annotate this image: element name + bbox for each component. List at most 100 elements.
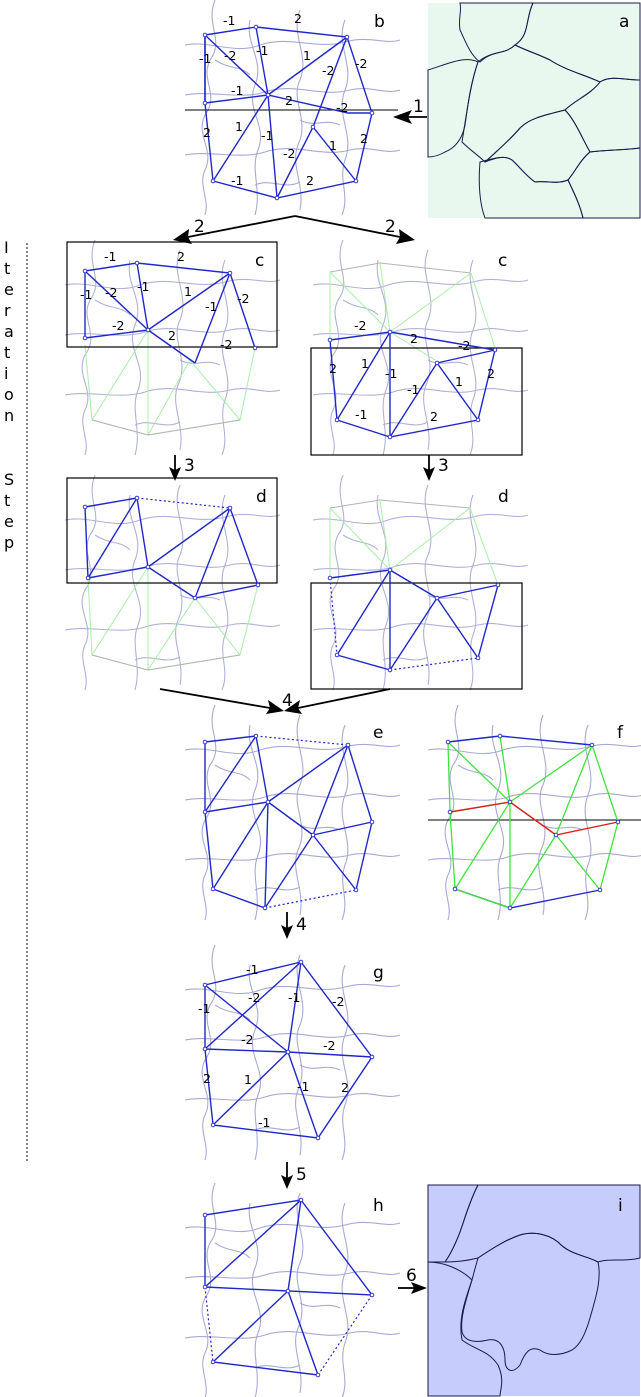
edge-label: -2 xyxy=(248,990,260,1005)
step-3-arrows: 3 3 xyxy=(169,455,449,481)
edge-label: 1 xyxy=(244,1072,252,1087)
edge-label: -1 xyxy=(258,1115,270,1130)
edge-label: -2 xyxy=(224,48,236,63)
panel-b: -1 2 -1 -2 -1 1 -2 -2 -1 -2 2 1 -1 2 -2 … xyxy=(184,0,401,216)
panel-d-left: d xyxy=(64,474,281,691)
edge-label: -1 xyxy=(137,279,149,294)
edge-label: -1 xyxy=(246,962,258,977)
panel-e: e xyxy=(184,704,401,921)
edge-label: 1 xyxy=(455,374,463,389)
panel-d-right: d xyxy=(310,474,529,691)
step-number: 5 xyxy=(296,1165,307,1185)
edge-label: -1 xyxy=(231,173,243,188)
side-caption: I t e r a t i o n S t e p xyxy=(4,238,28,1162)
edge-label: -1 xyxy=(256,43,268,58)
edge-label: -2 xyxy=(354,318,366,333)
panel-c-left: -1 2 -1 -2 -1 1 -1 -2 -2 2 -2 c xyxy=(64,239,281,456)
edge-label: -2 xyxy=(355,56,367,71)
panel-letter-f: f xyxy=(617,723,624,743)
step-4-merge-arrows: 4 xyxy=(159,688,391,714)
edge-label: -2 xyxy=(322,63,334,78)
edge-label: -2 xyxy=(237,291,249,306)
caption-letter: e xyxy=(4,512,14,531)
step-2-arrows: 2 2 xyxy=(173,215,415,244)
edge-label: -1 xyxy=(297,1079,309,1094)
caption-letter: n xyxy=(4,406,14,425)
edge-label: 2 xyxy=(285,93,293,108)
panel-h: h xyxy=(184,1182,401,1397)
edge-label: 1 xyxy=(361,356,369,371)
edge-label: 1 xyxy=(303,48,311,63)
caption-letter: t xyxy=(4,259,10,278)
edge-label: -1 xyxy=(198,1001,210,1016)
panel-letter-h: h xyxy=(373,1196,384,1216)
edge-label: -2 xyxy=(220,337,232,352)
panel-letter-c: c xyxy=(498,251,507,271)
panel-letter-e: e xyxy=(373,723,383,743)
edge-label: -2 xyxy=(105,285,117,300)
edge-label: 2 xyxy=(203,125,211,140)
edge-label: -2 xyxy=(283,146,295,161)
panel-letter-g: g xyxy=(373,963,384,983)
edge-label: -2 xyxy=(458,338,470,353)
panel-g: -1 -1 -2 -1 -2 -2 -2 2 1 -1 2 -1 g xyxy=(184,944,401,1161)
caption-letter: I xyxy=(4,238,9,257)
edge-label: 2 xyxy=(203,1071,211,1086)
edge-label: 2 xyxy=(168,328,176,343)
panel-letter-b: b xyxy=(374,12,385,32)
edge-label: -1 xyxy=(205,299,217,314)
step-number: 2 xyxy=(194,217,205,237)
edge-label: 2 xyxy=(329,361,337,376)
edge-label: 1 xyxy=(184,284,192,299)
caption-letter: e xyxy=(4,280,14,299)
edge-label: 2 xyxy=(410,331,418,346)
edge-label: -2 xyxy=(332,994,344,1009)
panel-letter-i: i xyxy=(618,1196,623,1216)
step-number: 6 xyxy=(406,1266,417,1286)
step-number: 3 xyxy=(184,456,195,476)
edge-label: -1 xyxy=(231,83,243,98)
panel-letter-c: c xyxy=(255,251,264,271)
edge-label: -1 xyxy=(104,249,116,264)
panel-c-right: -2 2 -2 2 1 -1 -1 1 2 -1 2 c xyxy=(310,239,529,456)
caption-letter: t xyxy=(4,343,10,362)
caption-letter: i xyxy=(4,364,8,383)
edge-label: -1 xyxy=(407,382,419,397)
panel-a: a xyxy=(427,2,641,219)
panel-f: f xyxy=(427,704,641,921)
edge-label: -1 xyxy=(385,366,397,381)
caption-letter: S xyxy=(4,470,14,489)
step-number: 3 xyxy=(438,456,449,476)
edge-label: -1 xyxy=(223,13,235,28)
edge-label: 2 xyxy=(306,173,314,188)
edge-label: 2 xyxy=(487,366,495,381)
edge-label: -2 xyxy=(241,1032,253,1047)
caption-letter: r xyxy=(4,301,11,320)
edge-label: 2 xyxy=(430,409,438,424)
edge-label: 1 xyxy=(329,138,337,153)
caption-letter: a xyxy=(4,322,14,341)
edge-label: 2 xyxy=(177,249,185,264)
step-4-down-arrow: 4 xyxy=(281,912,307,939)
caption-letter: o xyxy=(4,385,14,404)
step-number: 2 xyxy=(385,217,396,237)
step-6-arrow: 6 xyxy=(398,1266,427,1294)
edge-label: -1 xyxy=(355,407,367,422)
step-number: 4 xyxy=(282,691,293,711)
edge-label: -2 xyxy=(112,318,124,333)
edge-label: -1 xyxy=(199,51,211,66)
edge-label: -2 xyxy=(323,1038,335,1053)
caption-letter: p xyxy=(4,533,14,552)
edge-label: -1 xyxy=(261,128,273,143)
panel-letter-d: d xyxy=(256,487,267,507)
step-number: 1 xyxy=(413,97,424,117)
panel-letter-d: d xyxy=(498,487,509,507)
edge-label: 2 xyxy=(360,131,368,146)
edge-labels-b: -1 2 -1 -2 -1 1 -2 -2 -1 -2 2 1 -1 2 -2 … xyxy=(199,11,368,188)
edge-label: 2 xyxy=(341,1080,349,1095)
panel-i: i xyxy=(427,1184,641,1397)
edge-label: 2 xyxy=(294,11,302,26)
step-1-arrow: 1 xyxy=(393,97,427,124)
step-5-arrow: 5 xyxy=(281,1162,307,1189)
